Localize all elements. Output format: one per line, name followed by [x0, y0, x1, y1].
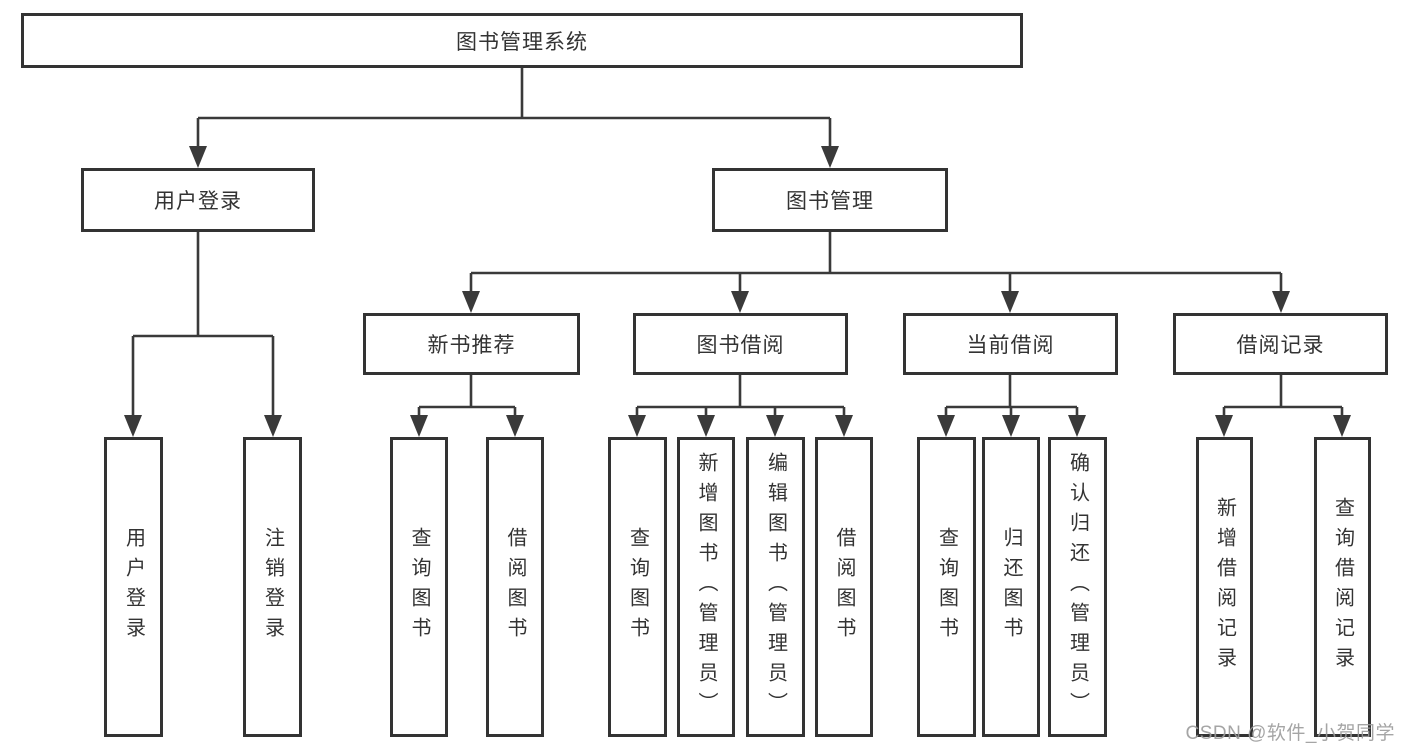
leaf-logout: 注销登录 [243, 437, 302, 737]
node-book-borrowing: 图书借阅 [633, 313, 848, 375]
connector-new-book-children [417, 375, 517, 421]
leaf-query-borrow-record: 查询借阅记录 [1314, 437, 1371, 737]
leaf-user-login: 用户登录 [104, 437, 163, 737]
node-borrowing-records: 借阅记录 [1173, 313, 1388, 375]
connector-borrow-records-children [1222, 375, 1344, 421]
csdn-watermark: CSDN @软件_小贺同学 [1185, 723, 1395, 744]
leaf-return-books: 归还图书 [982, 437, 1040, 737]
arrow-down-icon [766, 415, 784, 437]
arrow-down-icon [1215, 415, 1233, 437]
arrow-down-icon [628, 415, 646, 437]
leaf-query-books: 查询图书 [390, 437, 448, 737]
arrow-down-icon [697, 415, 715, 437]
leaf-borrow-books: 借阅图书 [486, 437, 544, 737]
arrow-down-icon [264, 415, 282, 437]
leaf-query-books: 查询图书 [608, 437, 667, 737]
arrow-down-icon [731, 291, 749, 313]
connector-root-to-level2 [196, 68, 832, 152]
leaf-query-books: 查询图书 [917, 437, 976, 737]
arrow-down-icon [506, 415, 524, 437]
arrow-down-icon [835, 415, 853, 437]
arrow-down-icon [124, 415, 142, 437]
arrow-down-icon [1333, 415, 1351, 437]
arrow-down-icon [410, 415, 428, 437]
connector-book-borrow-children [635, 375, 846, 421]
node-new-book-recommend: 新书推荐 [363, 313, 580, 375]
leaf-add-books-admin: 新增图书（管理员） [677, 437, 735, 737]
leaf-confirm-return-admin: 确认归还（管理员） [1048, 437, 1107, 737]
arrow-down-icon [1001, 291, 1019, 313]
arrow-down-icon [937, 415, 955, 437]
leaf-add-borrow-record: 新增借阅记录 [1196, 437, 1253, 737]
node-root-system: 图书管理系统 [21, 13, 1023, 68]
arrow-down-icon [189, 146, 207, 168]
leaf-borrow-books: 借阅图书 [815, 437, 873, 737]
arrow-down-icon [821, 146, 839, 168]
node-current-borrowing: 当前借阅 [903, 313, 1118, 375]
arrow-down-icon [1272, 291, 1290, 313]
connector-book-mgmt-children [469, 232, 1283, 297]
leaf-edit-books-admin: 编辑图书（管理员） [746, 437, 805, 737]
connector-current-borrow-children [944, 375, 1079, 421]
node-book-management: 图书管理 [712, 168, 948, 232]
arrow-down-icon [1068, 415, 1086, 437]
arrow-down-icon [462, 291, 480, 313]
connector-user-login-children [131, 232, 275, 421]
node-user-login: 用户登录 [81, 168, 315, 232]
arrow-down-icon [1002, 415, 1020, 437]
